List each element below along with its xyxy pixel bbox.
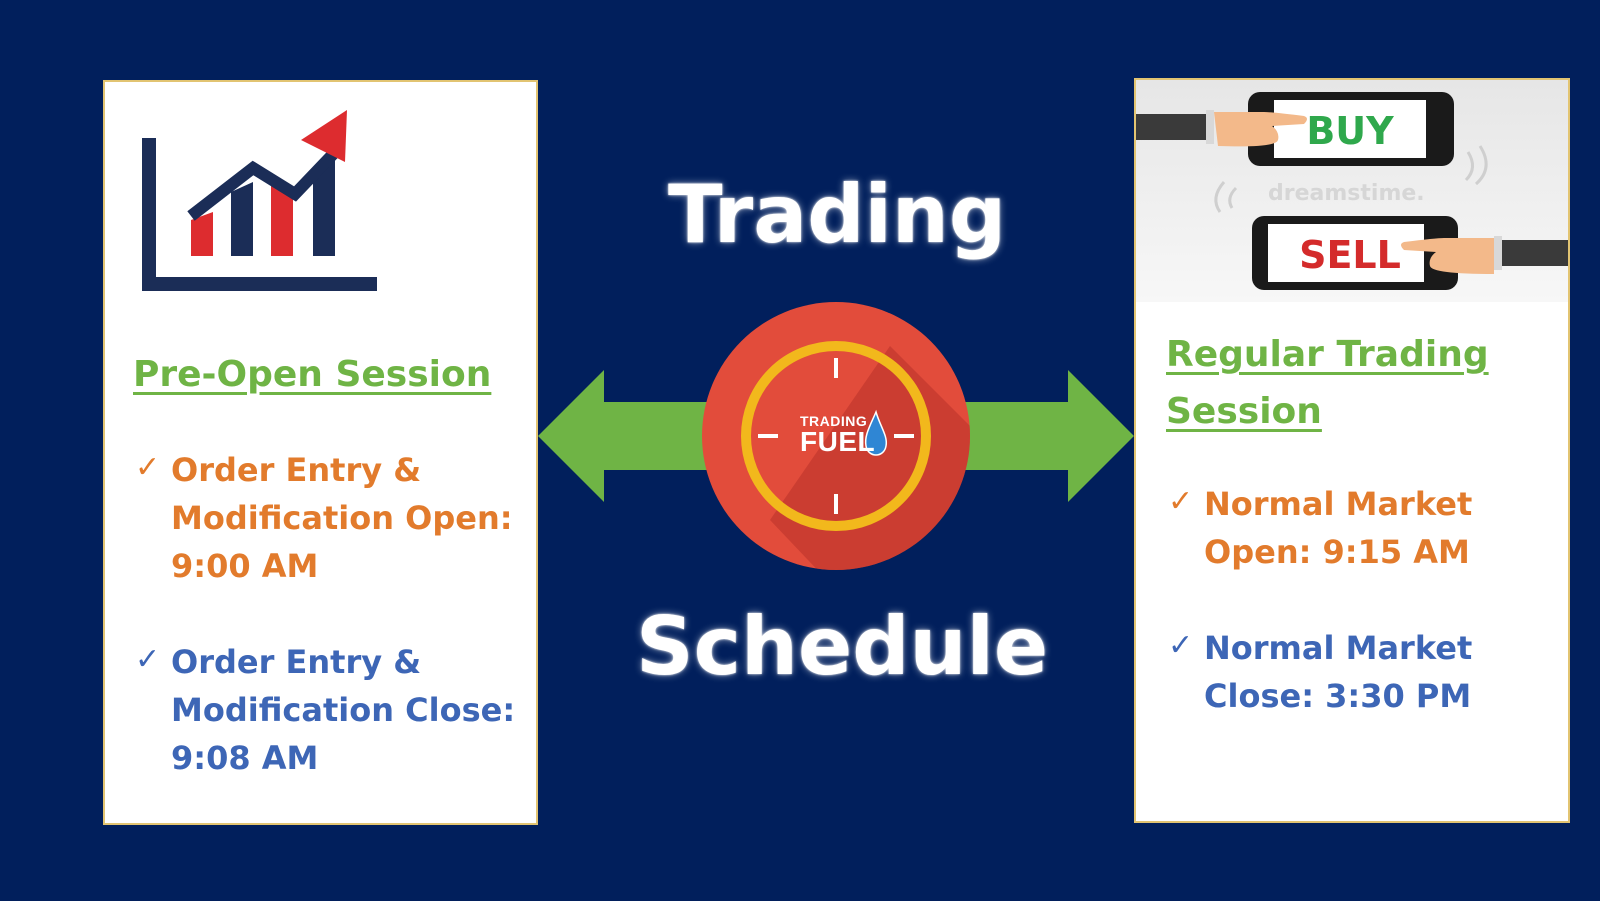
title-line: Session xyxy=(1166,391,1322,432)
logo-line-2: FUEL xyxy=(800,426,876,457)
hand-pointing-left xyxy=(1401,238,1494,274)
item-line: Open: 9:15 AM xyxy=(1204,533,1470,571)
item-line: Normal Market xyxy=(1204,485,1473,523)
item-line: 9:00 AM xyxy=(171,547,319,585)
chart-bar-4 xyxy=(313,160,335,256)
regular-session-title: Regular Trading Session xyxy=(1166,326,1556,440)
chart-trend-line xyxy=(187,145,342,221)
check-icon: ✓ xyxy=(1168,628,1194,663)
item-line: Close: 3:30 PM xyxy=(1204,677,1472,715)
item-line: Order Entry & xyxy=(171,643,422,681)
chart-trend-arrowhead xyxy=(301,110,347,162)
check-icon: ✓ xyxy=(135,450,161,485)
pre-open-item-open: ✓ Order Entry & Modification Open: 9:00 … xyxy=(135,446,531,590)
buy-sell-phones-image: dreamstime. BUY SELL xyxy=(1136,80,1568,302)
regular-item-close: ✓ Normal Market Close: 3:30 PM xyxy=(1168,624,1544,720)
item-line: 9:08 AM xyxy=(171,739,319,777)
title-schedule: Schedule xyxy=(636,600,1049,693)
pre-open-item-close: ✓ Order Entry & Modification Close: 9:08… xyxy=(135,638,531,782)
chart-axis xyxy=(142,138,377,291)
chart-bar-1 xyxy=(191,212,213,256)
sell-label: SELL xyxy=(1299,233,1401,277)
arrow-left xyxy=(538,370,720,502)
arrow-right xyxy=(950,370,1134,502)
check-icon: ✓ xyxy=(1168,484,1194,519)
chart-bar-2 xyxy=(231,182,253,256)
growth-chart-icon xyxy=(142,110,377,291)
buy-label: BUY xyxy=(1306,109,1394,153)
regular-item-open: ✓ Normal Market Open: 9:15 AM xyxy=(1168,480,1544,576)
title-line: Regular Trading xyxy=(1166,334,1489,375)
clock-shadow xyxy=(770,346,970,570)
item-line: Order Entry & xyxy=(171,451,422,489)
item-line: Modification Open: xyxy=(171,499,513,537)
regular-session-card: dreamstime. BUY SELL Regular Trading Ses… xyxy=(1134,78,1570,823)
hand-pointing-right xyxy=(1214,112,1307,147)
logo-line-1: TRADING xyxy=(800,413,868,429)
watermark-text: dreamstime. xyxy=(1268,181,1425,206)
check-icon: ✓ xyxy=(135,642,161,677)
trading-fuel-logo: TRADING FUEL xyxy=(800,414,875,456)
pre-open-title: Pre-Open Session xyxy=(133,354,492,395)
pre-open-card: Pre-Open Session ✓ Order Entry & Modific… xyxy=(103,80,538,825)
item-line: Normal Market xyxy=(1204,629,1473,667)
item-line: Modification Close: xyxy=(171,691,516,729)
title-trading: Trading xyxy=(668,168,1007,261)
